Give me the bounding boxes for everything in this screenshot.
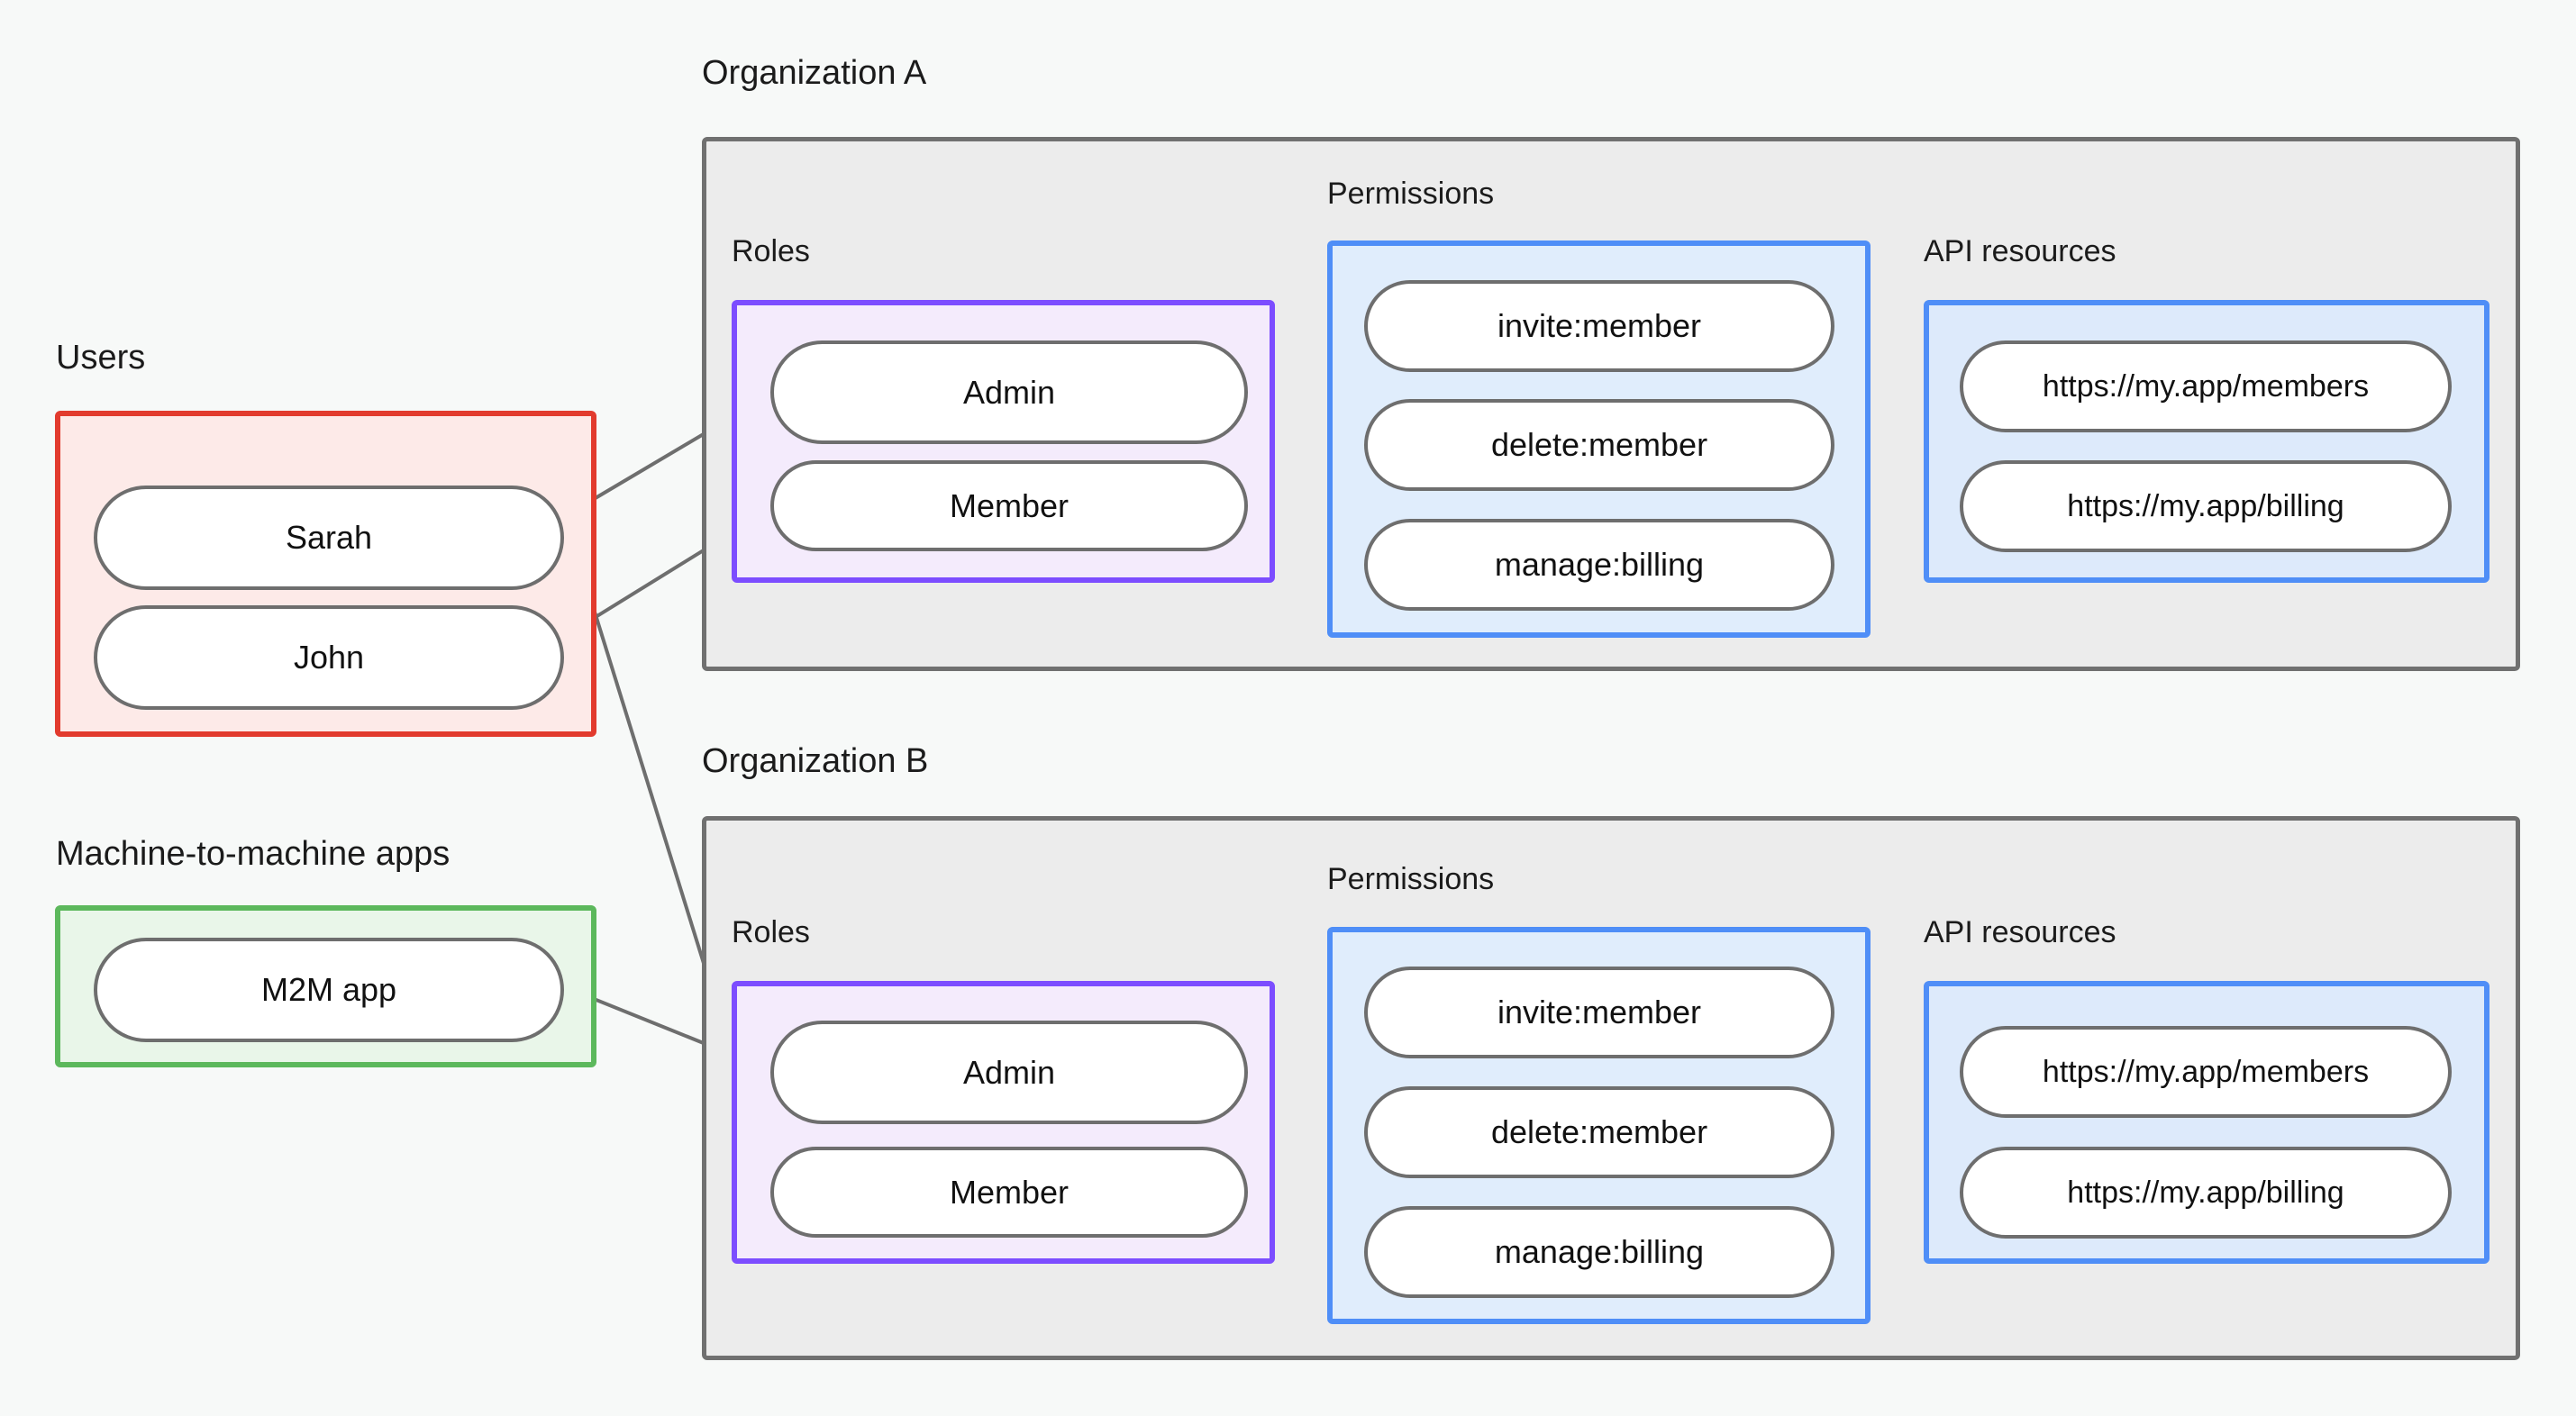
org-a-permissions-label: Permissions [1327, 177, 1495, 211]
org-a-role-pill-admin[interactable]: Admin [770, 340, 1248, 444]
org-b-role-pill-member[interactable]: Member [770, 1147, 1248, 1238]
user-pill-sarah[interactable]: Sarah [94, 486, 564, 590]
org-b-api-pill-members[interactable]: https://my.app/members [1960, 1026, 2452, 1118]
user-pill-john[interactable]: John [94, 605, 564, 710]
org-b-role-pill-admin[interactable]: Admin [770, 1021, 1248, 1124]
org-a-api-resources-label: API resources [1924, 234, 2116, 268]
org-a-title: Organization A [702, 54, 927, 92]
org-a-permission-pill-invite[interactable]: invite:member [1364, 280, 1834, 372]
org-b-permissions-label: Permissions [1327, 862, 1495, 896]
org-b-permission-pill-invite[interactable]: invite:member [1364, 967, 1834, 1058]
users-group-label: Users [56, 339, 146, 377]
org-a-api-pill-billing[interactable]: https://my.app/billing [1960, 460, 2452, 552]
org-a-roles-label: Roles [732, 234, 810, 268]
org-b-title: Organization B [702, 742, 929, 780]
org-b-permission-pill-delete[interactable]: delete:member [1364, 1086, 1834, 1178]
users-container: Sarah John [55, 411, 596, 737]
org-a-api-pill-members[interactable]: https://my.app/members [1960, 340, 2452, 432]
org-a-permission-pill-manage-billing[interactable]: manage:billing [1364, 519, 1834, 611]
org-b-api-resources-label: API resources [1924, 915, 2116, 949]
m2m-pill-app[interactable]: M2M app [94, 938, 564, 1042]
org-a-permission-pill-delete[interactable]: delete:member [1364, 399, 1834, 491]
m2m-container: M2M app [55, 905, 596, 1067]
org-a-role-pill-member[interactable]: Member [770, 460, 1248, 551]
m2m-group-label: Machine-to-machine apps [56, 835, 451, 873]
org-b-api-pill-billing[interactable]: https://my.app/billing [1960, 1147, 2452, 1239]
org-b-permission-pill-manage-billing[interactable]: manage:billing [1364, 1206, 1834, 1298]
org-b-roles-label: Roles [732, 915, 810, 949]
